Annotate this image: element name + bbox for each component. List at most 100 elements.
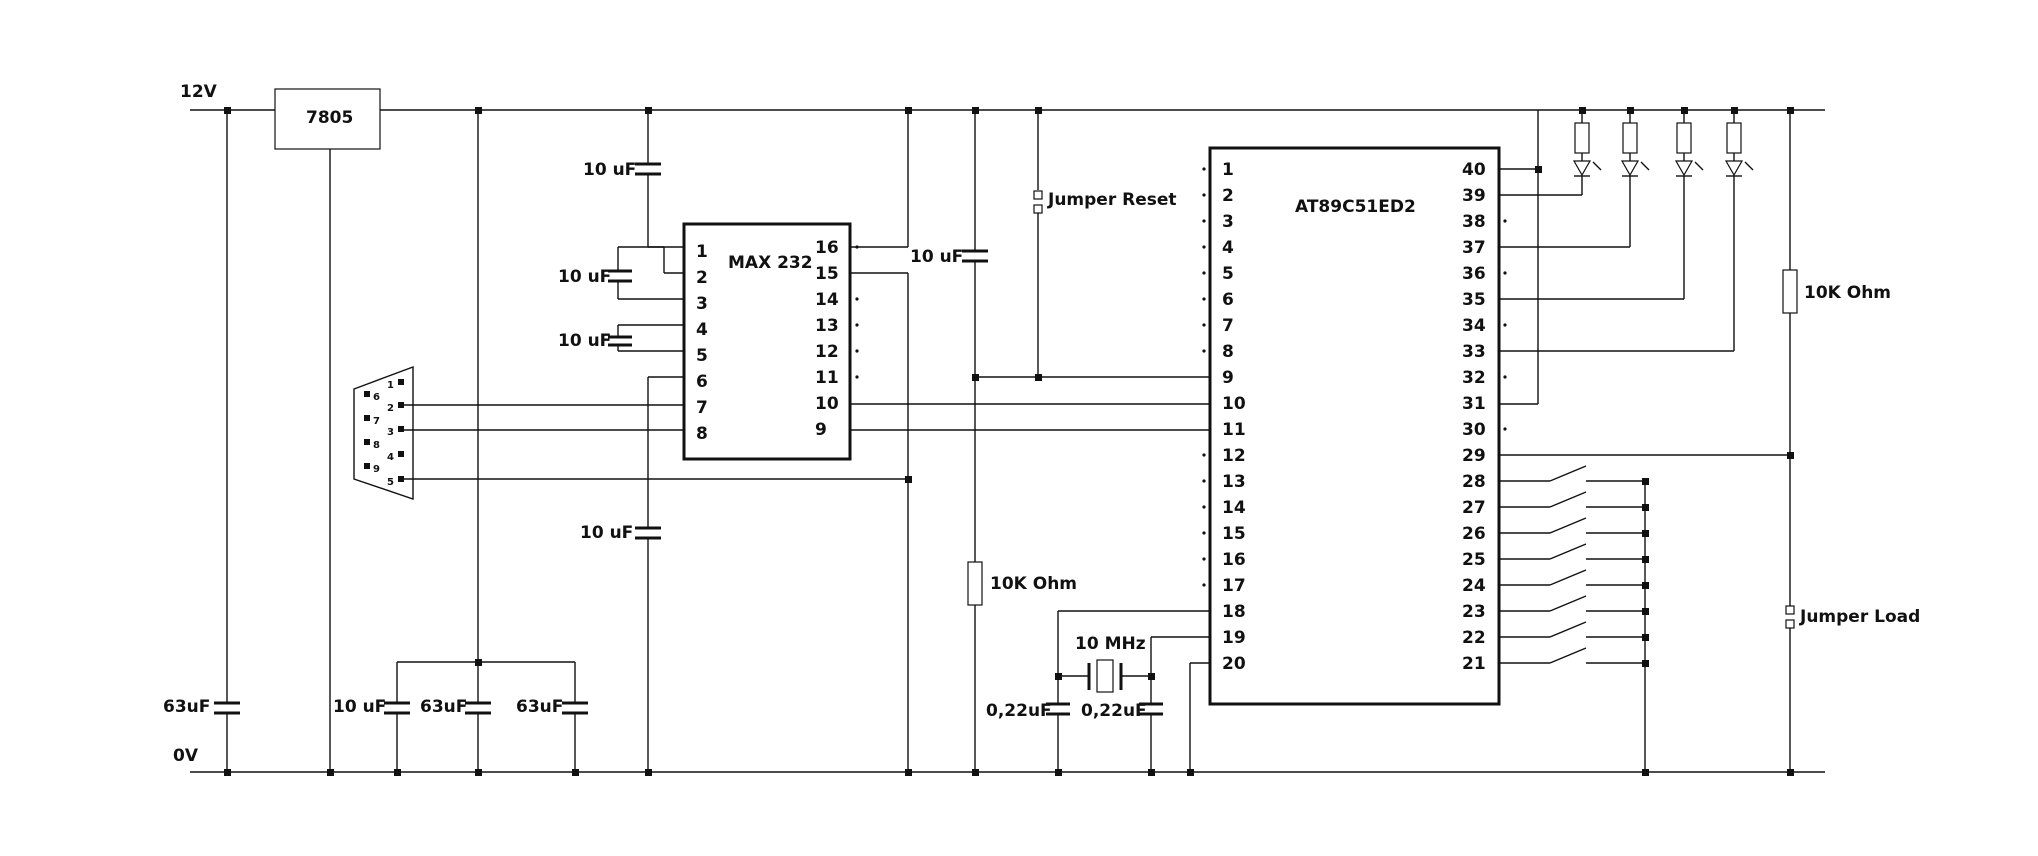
db9-pin-label: 8	[373, 440, 380, 451]
db9-pin-label: 4	[387, 452, 394, 463]
db9-pin-label: 9	[373, 464, 380, 475]
crystal-circuit	[1046, 610, 1210, 772]
reset-capacitor-label: 10 uF	[910, 247, 963, 267]
mcu-pin-label: 37	[1462, 238, 1486, 258]
mcu-pin-label: 11	[1222, 420, 1246, 440]
input-capacitor-label: 63uF	[163, 697, 210, 717]
mcu-left-pin-numbers: 1 2 3 4 5 6 7 8 9 10 11 12 13 14 15 16 1…	[1222, 160, 1246, 674]
db9-connector	[353, 365, 414, 500]
mcu-pin-label: 21	[1462, 654, 1486, 674]
jumper-load	[1785, 605, 1795, 772]
max232-capacitor-low	[608, 324, 684, 352]
crystal-capacitor-2-label: 0,22uF	[1081, 701, 1147, 721]
output-capacitor-1-label: 10 uF	[333, 697, 386, 717]
mcu-pin-label: 9	[1222, 368, 1234, 388]
mcu-pin-label: 27	[1462, 498, 1486, 518]
db9-pin-label: 1	[387, 380, 394, 391]
max232-capacitor-pin6	[635, 376, 684, 772]
reset-capacitor	[962, 110, 988, 562]
mcu-pin-label: 12	[1222, 446, 1246, 466]
mcu-pin-label: 40	[1462, 160, 1486, 180]
voltage-regulator	[274, 88, 381, 772]
crystal-label: 10 MHz	[1075, 634, 1146, 654]
max232-right-pin-numbers: 16 15 14 13 12 11 10 9	[815, 238, 839, 440]
crystal-capacitor-1-label: 0,22uF	[986, 701, 1052, 721]
mcu-pin-label: 10	[1222, 394, 1246, 414]
mcu-pin-label: 2	[1222, 186, 1234, 206]
db9-pin-label: 3	[387, 427, 394, 438]
mcu-pin-label: 30	[1462, 420, 1486, 440]
max232-pin-label: 15	[815, 264, 839, 284]
mcu-pin-label: 35	[1462, 290, 1486, 310]
mcu-pin-label: 7	[1222, 316, 1234, 336]
db9-wires	[404, 404, 908, 480]
jumper-reset-label: Jumper Reset	[1047, 190, 1177, 210]
mcu-right-pin-numbers: 40 39 38 37 36 35 34 33 32 31 30 29 28 2…	[1462, 160, 1486, 674]
pullup-resistor-label: 10K Ohm	[1804, 283, 1891, 303]
regulator-label: 7805	[306, 108, 353, 128]
mcu-pin-label: 18	[1222, 602, 1246, 622]
max232-capacitor-pin6-label: 10 uF	[580, 523, 633, 543]
db9-pin-label: 7	[373, 416, 380, 427]
max232-capacitor-top	[635, 110, 684, 248]
serial-wires	[850, 403, 1210, 431]
jumper-reset	[1033, 110, 1043, 377]
mcu-pin-label: 33	[1462, 342, 1486, 362]
mcu-pin-label: 19	[1222, 628, 1246, 648]
switch-bank	[1499, 465, 1646, 772]
output-capacitor-bank	[384, 110, 588, 772]
max232-pin-label: 1	[696, 242, 708, 262]
max232-capacitor-top-label: 10 uF	[583, 160, 636, 180]
mcu-pin-label: 4	[1222, 238, 1234, 258]
max232-pin-label: 3	[696, 294, 708, 314]
mcu-pin-label: 15	[1222, 524, 1246, 544]
jumper-load-label: Jumper Load	[1799, 607, 1920, 627]
reset-resistor	[967, 561, 983, 772]
vcc-rail-label: 12V	[180, 82, 218, 102]
input-capacitor	[214, 110, 240, 772]
output-capacitor-3-label: 63uF	[516, 697, 563, 717]
mcu-pin-label: 38	[1462, 212, 1486, 232]
mcu-pin-label: 1	[1222, 160, 1234, 180]
reset-resistor-label: 10K Ohm	[990, 574, 1077, 594]
pullup-resistor	[1499, 110, 1798, 606]
mcu-pin-label: 39	[1462, 186, 1486, 206]
mcu-pin-label: 34	[1462, 316, 1486, 336]
mcu-pin-label: 6	[1222, 290, 1234, 310]
mcu-pin-label: 5	[1222, 264, 1234, 284]
max232-right-pin-dots	[855, 245, 859, 379]
mcu-pin-label: 22	[1462, 628, 1486, 648]
mcu-pin-label: 14	[1222, 498, 1246, 518]
mcu-pin-label: 23	[1462, 602, 1486, 622]
max232-chip	[682, 110, 909, 772]
max232-pin-label: 7	[696, 398, 708, 418]
max232-pin-label: 13	[815, 316, 839, 336]
mcu-pin-label: 24	[1462, 576, 1486, 596]
max232-left-pin-numbers: 1 2 3 4 5 6 7 8	[696, 242, 708, 444]
max232-pin-label: 12	[815, 342, 839, 362]
mcu-pin-label: 25	[1462, 550, 1486, 570]
max232-capacitor-mid	[608, 246, 684, 300]
led-array	[1499, 110, 1754, 405]
mcu-pin-label: 17	[1222, 576, 1246, 596]
db9-pin-label: 6	[373, 392, 380, 403]
max232-label: MAX 232	[728, 253, 813, 273]
mcu-pin-dots	[1202, 167, 1507, 587]
max232-pin-label: 2	[696, 268, 708, 288]
mcu-pin-label: 31	[1462, 394, 1486, 414]
max232-capacitor-low-label: 10 uF	[558, 331, 611, 351]
max232-pin-label: 11	[815, 368, 839, 388]
db9-pin-numbers: 1 2 3 4 5 6 7 8 9	[373, 380, 394, 488]
mcu-pin-label: 16	[1222, 550, 1246, 570]
max232-pin-label: 5	[696, 346, 708, 366]
mcu-chip	[1208, 146, 1501, 706]
mcu-pin-label: 8	[1222, 342, 1234, 362]
max232-pin-label: 8	[696, 424, 708, 444]
mcu-pin-label: 29	[1462, 446, 1486, 466]
mcu-pin-label: 26	[1462, 524, 1486, 544]
max232-pin-label: 16	[815, 238, 839, 258]
mcu-pin-label: 3	[1222, 212, 1234, 232]
mcu-pin-label: 28	[1462, 472, 1486, 492]
max232-pin-label: 14	[815, 290, 839, 310]
